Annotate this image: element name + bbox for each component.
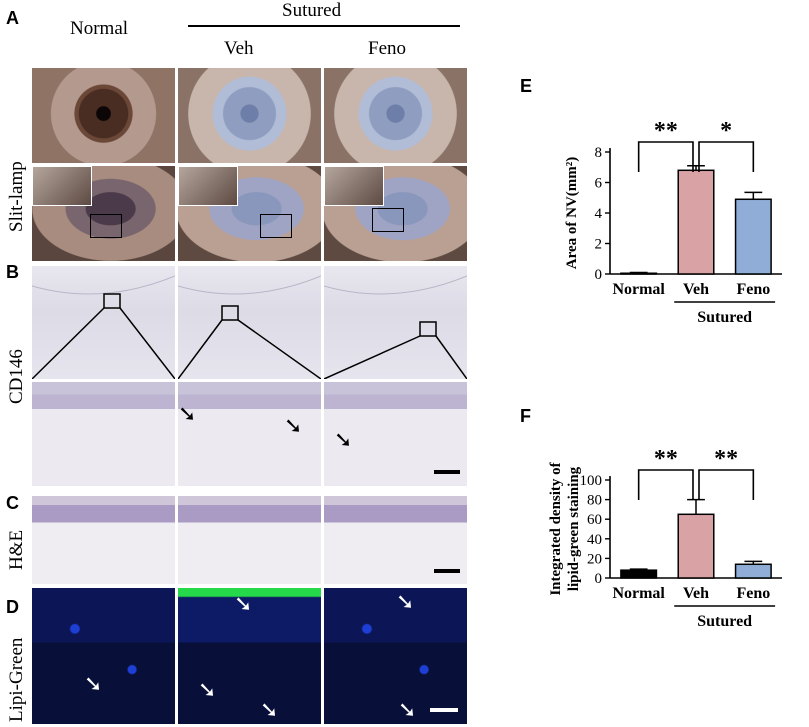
lipi-green-feno: ➘ ➘ — [324, 588, 467, 724]
significance-stars: ** — [654, 446, 678, 472]
group-label: Sutured — [697, 309, 752, 326]
y-axis-label: lipid-green staining — [566, 466, 582, 591]
arrow-icon: ➘ — [178, 402, 197, 427]
significance-bracket — [637, 141, 694, 172]
y-tick-label: 4 — [595, 206, 603, 222]
row-label-he: H&E — [6, 529, 27, 570]
magnification-lines — [324, 275, 467, 379]
header-feno: Feno — [368, 38, 406, 59]
y-tick-label: 100 — [580, 473, 603, 489]
slit-lamp-veh-bottom — [178, 166, 321, 261]
slit-lamp-feno-top — [324, 68, 467, 163]
he-feno — [324, 496, 467, 584]
row-label-cd146: CD146 — [6, 349, 27, 404]
arrow-icon: ➘ — [334, 428, 353, 453]
slit-lamp-feno-bottom — [324, 166, 467, 261]
slit-lamp-veh-top — [178, 68, 321, 163]
region-of-interest-box — [372, 208, 404, 232]
header-sutured: Sutured — [282, 0, 342, 21]
significance-stars: * — [720, 118, 732, 144]
y-tick-label: 8 — [595, 145, 603, 161]
group-label: Sutured — [697, 613, 752, 630]
scale-bar — [430, 708, 458, 712]
cd146-normal-low-mag — [32, 266, 175, 379]
lipi-green-veh: ➘ ➘ ➘ — [178, 588, 321, 724]
arrow-icon: ➘ — [198, 678, 217, 703]
bar-normal — [620, 272, 658, 275]
magnification-lines — [178, 275, 321, 379]
arrow-icon: ➘ — [260, 698, 279, 723]
significance-stars: ** — [654, 118, 678, 144]
scale-bar — [434, 569, 460, 573]
y-tick-label: 60 — [587, 512, 602, 528]
zoom-inset — [32, 166, 92, 206]
he-veh — [178, 496, 321, 584]
panel-letter-d: D — [6, 597, 19, 617]
significance-bracket — [637, 469, 694, 500]
y-tick-label: 80 — [587, 493, 602, 509]
bar-feno — [734, 198, 772, 275]
arrow-icon: ➘ — [234, 592, 253, 617]
x-tick-label: Veh — [683, 281, 709, 298]
panel-letter-e: E — [520, 76, 533, 96]
bar-feno — [734, 563, 772, 579]
header-normal: Normal — [70, 18, 129, 39]
header-veh: Veh — [224, 38, 254, 59]
he-normal — [32, 496, 175, 584]
slit-lamp-normal-top — [32, 68, 175, 163]
x-tick-label: Feno — [736, 585, 770, 602]
row-label-lipi-green: Lipi-Green — [6, 637, 27, 722]
region-of-interest-box — [90, 214, 122, 238]
x-tick-label: Normal — [612, 281, 665, 298]
significance-bracket — [698, 141, 755, 172]
cd146-feno-low-mag — [324, 266, 467, 379]
arrow-icon: ➘ — [396, 590, 415, 615]
panel-letter-b: B — [6, 262, 19, 282]
cd146-veh-low-mag — [178, 266, 321, 379]
y-tick-label: 6 — [595, 176, 603, 192]
y-tick-label: 0 — [595, 571, 603, 587]
x-tick-label: Normal — [612, 585, 665, 602]
sutured-group-line — [188, 25, 460, 27]
y-tick-label: 2 — [595, 237, 603, 253]
row-label-slit-lamp: Slit-lamp — [6, 161, 27, 232]
magnification-lines — [32, 275, 175, 379]
slit-lamp-normal-bottom — [32, 166, 175, 261]
panel-letter-c: C — [6, 493, 19, 513]
cd146-veh-high-mag: ➘ ➘ — [178, 382, 321, 486]
y-axis-label: Integrated density of — [548, 461, 564, 595]
y-tick-label: 0 — [595, 267, 603, 283]
zoom-inset — [324, 166, 384, 206]
y-axis-label: Area of NV(mm²) — [564, 157, 580, 270]
bar-veh — [677, 513, 715, 579]
bar-veh — [677, 169, 715, 275]
x-tick-label: Feno — [736, 281, 770, 298]
lipi-green-normal: ➘ — [32, 588, 175, 724]
arrow-icon: ➘ — [284, 414, 303, 439]
arrow-icon: ➘ — [398, 698, 417, 723]
cd146-feno-high-mag: ➘ — [324, 382, 467, 486]
significance-stars: ** — [714, 446, 738, 472]
cd146-normal-high-mag — [32, 382, 175, 486]
panel-letter-a: A — [6, 8, 19, 28]
y-tick-label: 20 — [587, 551, 602, 567]
bar-normal — [620, 569, 658, 579]
scale-bar — [434, 470, 460, 474]
zoom-inset — [178, 166, 238, 206]
panel-letter-f: F — [520, 406, 531, 426]
arrow-icon: ➘ — [84, 672, 103, 697]
x-tick-label: Veh — [683, 585, 709, 602]
region-of-interest-box — [260, 214, 292, 238]
y-tick-label: 40 — [587, 532, 602, 548]
significance-bracket — [698, 469, 755, 500]
